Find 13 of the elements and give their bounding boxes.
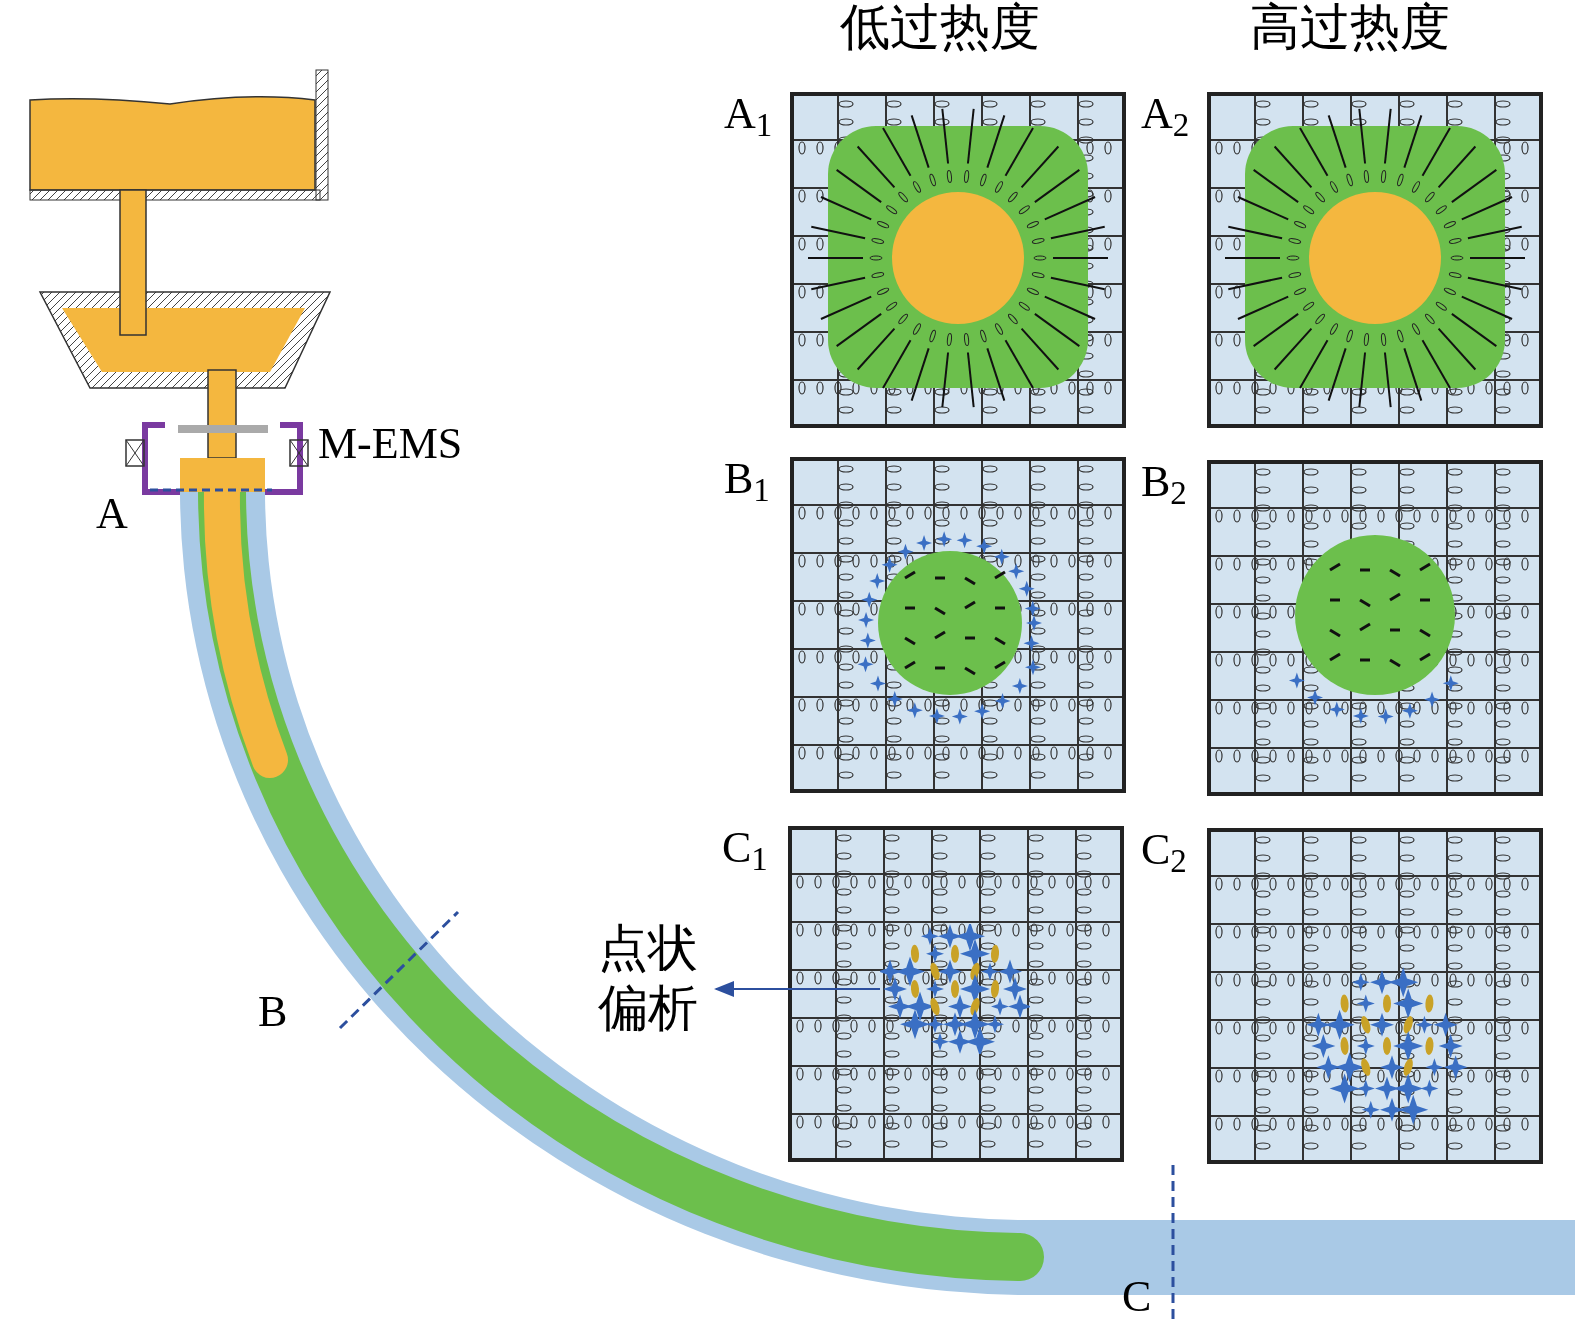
position-label: M-EMS (318, 422, 463, 466)
leader-line (714, 981, 881, 997)
annotation-text: 点状偏析 (598, 918, 699, 1038)
panel-label: C$_{1}$ (722, 826, 768, 870)
panel-label: A$_{1}$ (724, 92, 773, 136)
panel-label: C$_{2}$ (1141, 828, 1187, 872)
panel-label: B$_{2}$ (1141, 460, 1187, 504)
column-heading: 高过热度 (1250, 2, 1450, 52)
position-label: C (1122, 1275, 1152, 1319)
position-label: B (258, 990, 288, 1034)
position-label: A (96, 492, 128, 536)
panel-label: B$_{1}$ (724, 457, 770, 501)
panel-label: A$_{2}$ (1141, 92, 1190, 136)
